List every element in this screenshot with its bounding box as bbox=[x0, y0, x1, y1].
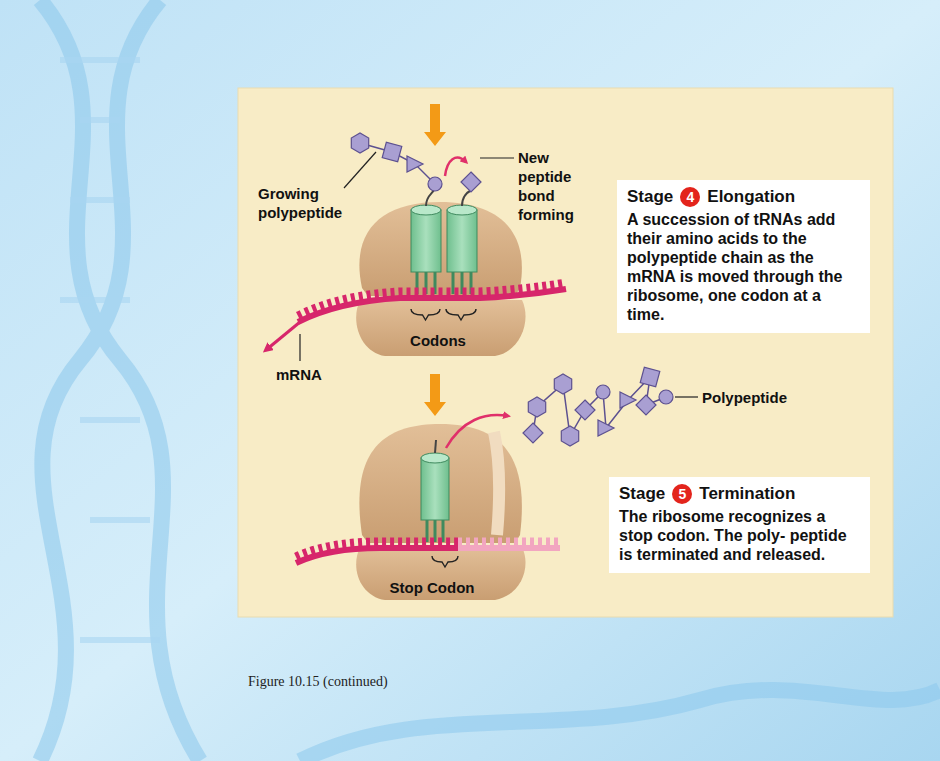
nucleotides bbox=[296, 542, 458, 557]
codon-bracket bbox=[432, 556, 458, 567]
step-arrow bbox=[424, 374, 446, 416]
trna-top bbox=[447, 205, 477, 215]
dna-rungs bbox=[60, 60, 160, 640]
stage-word: Stage bbox=[619, 484, 665, 504]
amino-acid bbox=[382, 142, 402, 162]
leader-line bbox=[344, 152, 376, 188]
amino-acid bbox=[351, 133, 368, 153]
mrna-direction-arrow bbox=[266, 322, 300, 350]
amino-acid bbox=[598, 420, 614, 436]
peptide-bond bbox=[360, 143, 435, 184]
part-label: Codons bbox=[398, 331, 478, 350]
ribosome-small-subunit bbox=[356, 300, 525, 356]
amino-acid bbox=[636, 395, 656, 415]
trna-top bbox=[421, 453, 449, 463]
stage-name: Termination bbox=[699, 484, 795, 504]
part-label: mRNA bbox=[276, 365, 346, 384]
bond-arrow bbox=[445, 158, 466, 176]
amino-acid bbox=[528, 397, 545, 417]
stage-description: A succession of tRNAs add their amino ac… bbox=[627, 210, 860, 324]
callout-number: 4 bbox=[680, 187, 700, 207]
part-label: Polypeptide bbox=[702, 388, 822, 407]
stage-heading: Stage 5 Termination bbox=[619, 484, 860, 504]
callout-number: 5 bbox=[672, 484, 692, 504]
trna-link bbox=[462, 191, 470, 206]
stage-name: Elongation bbox=[707, 187, 795, 207]
ribosome-small-subunit bbox=[356, 547, 525, 600]
codon-bracket bbox=[411, 309, 440, 320]
stage-heading: Stage 4 Elongation bbox=[627, 187, 860, 207]
trna bbox=[411, 210, 441, 272]
dna-helix bbox=[40, 0, 940, 761]
amino-acid bbox=[575, 400, 595, 420]
trna-link bbox=[435, 440, 436, 453]
stage-box: Stage 4 Elongation A succession of tRNAs ad… bbox=[617, 180, 870, 333]
amino-acid bbox=[659, 390, 673, 404]
amino-acid bbox=[620, 392, 636, 408]
anticodon bbox=[452, 272, 455, 294]
part-label: Growing polypeptide bbox=[258, 184, 358, 222]
peptide-bond bbox=[533, 377, 666, 436]
part-label: New peptide bond forming bbox=[518, 148, 594, 224]
stage-box: Stage 5 TerminationThe ribosome recognizes… bbox=[609, 477, 870, 573]
trna-link bbox=[426, 190, 434, 206]
nucleotides bbox=[298, 283, 566, 316]
amino-acid bbox=[561, 426, 578, 446]
trna bbox=[447, 210, 477, 272]
leader-line bbox=[480, 157, 514, 158]
amino-acid bbox=[461, 172, 481, 192]
leader-line bbox=[299, 334, 300, 361]
leader-line bbox=[675, 396, 698, 397]
stage-description: The ribosome recognizes a stop codon. Th… bbox=[619, 507, 860, 564]
ribosome-tunnel bbox=[494, 432, 499, 535]
amino-acid bbox=[428, 177, 442, 191]
step-arrow bbox=[424, 104, 446, 146]
amino-acid bbox=[523, 423, 543, 443]
part-label: Stop Codon bbox=[376, 578, 488, 597]
amino-acid bbox=[554, 374, 571, 394]
stage-word: Stage bbox=[627, 187, 673, 207]
figure-panel bbox=[238, 88, 893, 617]
amino-acid bbox=[596, 385, 610, 399]
ribosome-large-subunit bbox=[359, 424, 522, 543]
amino-acid bbox=[640, 367, 660, 387]
trna-top bbox=[411, 205, 441, 215]
nucleotides bbox=[458, 538, 560, 547]
ribosome-large-subunit bbox=[359, 202, 522, 296]
amino-acid bbox=[407, 156, 423, 172]
figure-caption: Figure 10.15 (continued) bbox=[248, 674, 388, 690]
release-arrow bbox=[446, 415, 508, 448]
trna bbox=[421, 458, 449, 520]
codon-bracket bbox=[446, 309, 476, 320]
